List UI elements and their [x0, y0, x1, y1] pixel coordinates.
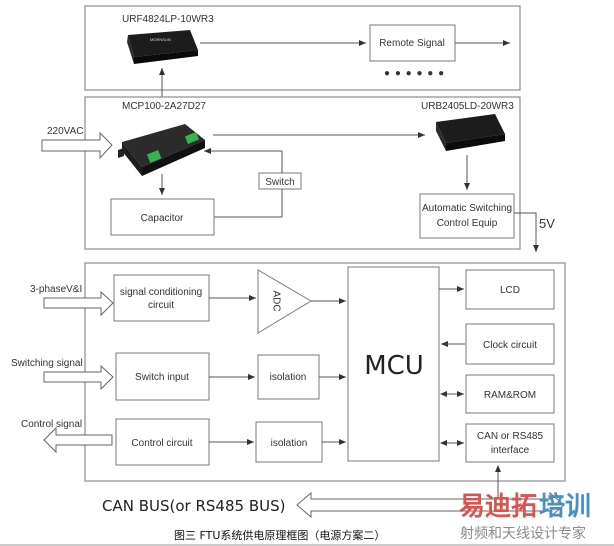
three-phase-label: 3-phaseV&I [30, 284, 82, 295]
ac-input-label: 220VAC [47, 126, 84, 137]
lcd-label: LCD [500, 285, 520, 296]
adc-label: ADC [270, 290, 281, 311]
adc-triangle [257, 269, 312, 334]
urf-module-icon: MORNSUN [127, 30, 198, 64]
five-volt-label: 5V [539, 216, 555, 231]
clock-circuit-label: Clock circuit [483, 340, 537, 351]
signal-conditioning-label-2: circuit [148, 300, 174, 311]
switch-input-box [115, 352, 210, 401]
bus-double-hollow-arrow [296, 491, 565, 519]
auto-switch-label-2: Control Equip [437, 218, 498, 229]
control-circuit-label: Control circuit [131, 438, 192, 449]
lcd-box [465, 269, 555, 310]
isolation-label-1: isolation [270, 372, 307, 383]
five-volt-arrow [514, 212, 539, 252]
remote-signal-box [369, 24, 456, 62]
can-interface-label-2: interface [491, 445, 530, 456]
auto-switch-label-1: Automatic Switching [422, 203, 512, 214]
watermark-red-text: 易迪拓 [459, 492, 537, 522]
capacitor-label: Capacitor [141, 213, 184, 224]
isolation-label-2: isolation [271, 438, 308, 449]
can-interface-box [465, 423, 555, 463]
figure-caption: 图三 FTU系统供电原理框图（电源方案二） [174, 528, 385, 542]
mcu-box [347, 266, 440, 462]
control-circuit-box [115, 418, 210, 466]
can-interface-label-1: CAN or RS485 [477, 431, 544, 442]
three-phase-hollow-arrow [43, 290, 114, 317]
urf-module-label: URF4824LP-10WR3 [122, 14, 214, 25]
signal-conditioning-box [113, 274, 210, 322]
ellipsis-dots: ● ● ● ● ● ● [384, 68, 445, 79]
urb-module-icon [436, 114, 505, 151]
urb-label: URB2405LD-20WR3 [421, 101, 514, 112]
mcp-module-icon [118, 124, 205, 176]
switching-signal-label: Switching signal [11, 358, 83, 369]
switching-signal-hollow-arrow [43, 364, 114, 391]
switch-box [258, 172, 302, 190]
switch-label: Switch [265, 177, 294, 188]
power-panel-frame [84, 96, 521, 250]
control-signal-label: Control signal [21, 419, 82, 430]
switch-to-mcp-arrow [204, 148, 283, 173]
ram-rom-box [465, 374, 555, 414]
watermark-subtitle: 射频和天线设计专家 [460, 525, 586, 542]
capacitor-to-switch-line [214, 189, 283, 218]
auto-switch-box [419, 193, 515, 239]
svg-text:MORNSUN: MORNSUN [150, 37, 171, 42]
mcp-label: MCP100-2A27D27 [122, 101, 206, 112]
top-panel-frame [84, 5, 521, 91]
remote-signal-label: Remote Signal [379, 38, 445, 49]
capacitor-box [110, 198, 215, 236]
clock-circuit-box [465, 323, 555, 365]
watermark-blue-text: 培训 [539, 492, 591, 522]
signal-conditioning-label-1: signal conditioning [120, 287, 202, 298]
mcu-label: MCU [364, 351, 424, 381]
bus-label: CAN BUS(or RS485 BUS) [102, 497, 285, 515]
switch-input-label: Switch input [135, 372, 189, 383]
watermark: 易迪拓 培训 射频和天线设计专家 [459, 492, 591, 542]
ram-rom-label: RAM&ROM [484, 390, 536, 401]
ac-input-hollow-arrow [41, 131, 113, 160]
control-signal-hollow-arrow [43, 426, 113, 454]
